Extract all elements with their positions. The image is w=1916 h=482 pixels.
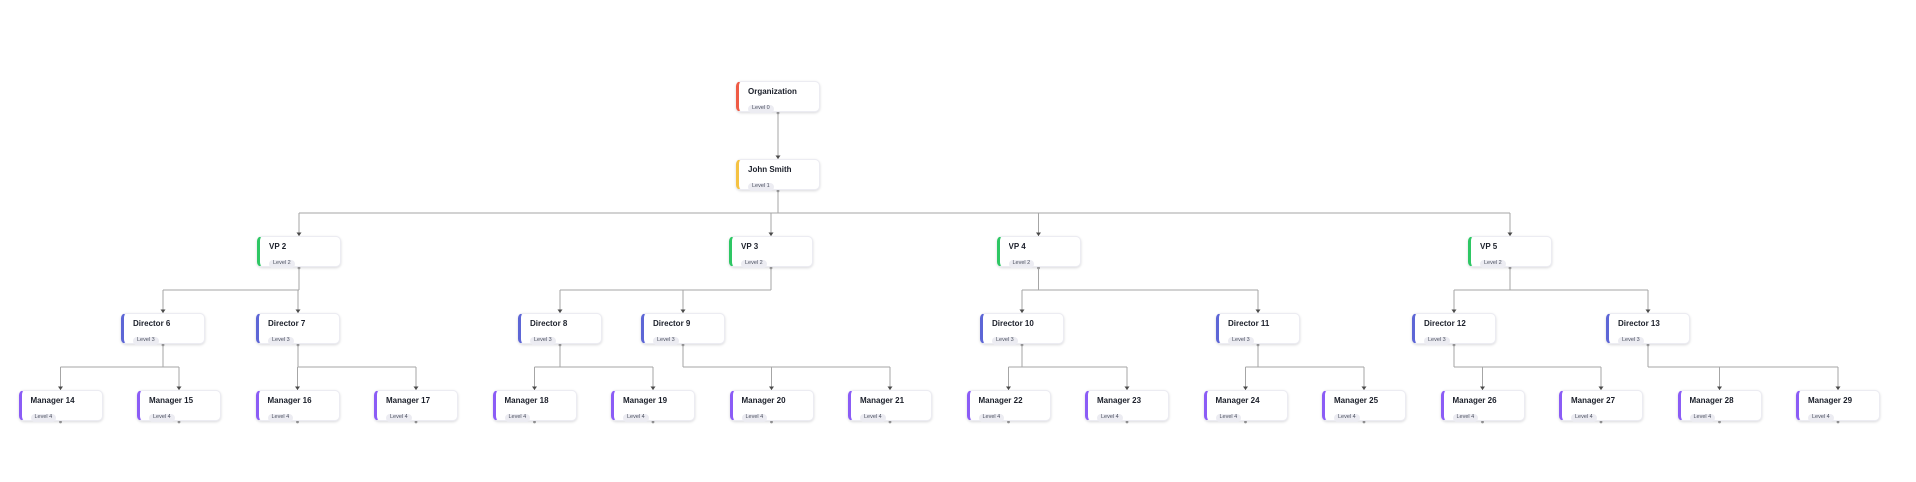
node-title: Manager 27 xyxy=(1571,396,1616,405)
level-badge: Level 3 xyxy=(268,336,294,345)
node-title: VP 2 xyxy=(269,242,287,251)
level-badge: Level 3 xyxy=(1618,336,1644,345)
level-badge: Level 4 xyxy=(149,413,175,422)
node-title: Director 11 xyxy=(1228,319,1270,328)
level-badge: Level 3 xyxy=(653,336,679,345)
level-badge: Level 4 xyxy=(1689,413,1716,422)
level-badge: Level 4 xyxy=(386,413,412,422)
org-node-d9[interactable]: Director 9 Level 3 xyxy=(641,313,725,345)
node-title: Manager 18 xyxy=(504,396,549,405)
level-badge: Level 4 xyxy=(1097,413,1123,422)
level-badge: Level 0 xyxy=(748,104,774,113)
org-node-d12[interactable]: Director 12 Level 3 xyxy=(1412,313,1496,345)
node-title: John Smith xyxy=(748,165,792,174)
node-title: Manager 26 xyxy=(1452,396,1497,405)
level-badge: Level 4 xyxy=(1334,413,1360,422)
node-title: Director 10 xyxy=(992,319,1034,328)
node-title: Manager 24 xyxy=(1215,396,1260,405)
node-title: Manager 14 xyxy=(30,396,75,405)
level-badge: Level 4 xyxy=(1452,413,1479,422)
level-badge: Level 3 xyxy=(1424,336,1450,345)
org-node-m26[interactable]: Manager 26 Level 4 xyxy=(1440,390,1525,422)
level-badge: Level 3 xyxy=(1228,336,1254,345)
node-title: Director 12 xyxy=(1424,319,1466,328)
level-badge: Level 2 xyxy=(1008,259,1035,268)
node-title: Manager 19 xyxy=(623,396,668,405)
node-title: VP 4 xyxy=(1008,242,1026,251)
node-title: Director 13 xyxy=(1618,319,1660,328)
node-title: Organization xyxy=(748,87,797,96)
org-node-m27[interactable]: Manager 27 Level 4 xyxy=(1559,390,1643,422)
level-badge: Level 3 xyxy=(530,336,556,345)
org-node-d7[interactable]: Director 7 Level 3 xyxy=(256,313,340,345)
level-badge: Level 3 xyxy=(133,336,159,345)
node-title: Director 9 xyxy=(653,319,691,328)
org-node-m24[interactable]: Manager 24 Level 4 xyxy=(1203,390,1288,422)
org-node-m23[interactable]: Manager 23 Level 4 xyxy=(1085,390,1169,422)
org-node-vp2[interactable]: VP 2 Level 2 xyxy=(257,236,341,268)
node-title: Manager 23 xyxy=(1097,396,1142,405)
node-title: Manager 16 xyxy=(267,396,312,405)
node-title: Manager 15 xyxy=(149,396,194,405)
org-node-d13[interactable]: Director 13 Level 3 xyxy=(1606,313,1690,345)
level-badge: Level 2 xyxy=(1480,259,1506,268)
level-badge: Level 4 xyxy=(504,413,531,422)
level-badge: Level 4 xyxy=(30,413,57,422)
level-badge: Level 2 xyxy=(269,259,295,268)
org-node-m25[interactable]: Manager 25 Level 4 xyxy=(1322,390,1406,422)
org-node-m18[interactable]: Manager 18 Level 4 xyxy=(492,390,577,422)
org-node-m20[interactable]: Manager 20 Level 4 xyxy=(729,390,814,422)
org-node-m14[interactable]: Manager 14 Level 4 xyxy=(18,390,103,422)
node-title: VP 3 xyxy=(741,242,759,251)
level-badge: Level 4 xyxy=(1571,413,1597,422)
node-title: Manager 17 xyxy=(386,396,431,405)
org-node-d6[interactable]: Director 6 Level 3 xyxy=(121,313,205,345)
node-title: Manager 25 xyxy=(1334,396,1379,405)
org-node-vp5[interactable]: VP 5 Level 2 xyxy=(1468,236,1552,268)
node-title: Director 7 xyxy=(268,319,306,328)
level-badge: Level 4 xyxy=(267,413,294,422)
org-node-m16[interactable]: Manager 16 Level 4 xyxy=(255,390,340,422)
node-title: Director 6 xyxy=(133,319,171,328)
node-title: Manager 29 xyxy=(1808,396,1853,405)
level-badge: Level 1 xyxy=(748,182,774,191)
node-title: Manager 21 xyxy=(860,396,905,405)
level-badge: Level 4 xyxy=(978,413,1005,422)
org-node-d8[interactable]: Director 8 Level 3 xyxy=(518,313,602,345)
level-badge: Level 4 xyxy=(1808,413,1834,422)
org-node-m29[interactable]: Manager 29 Level 4 xyxy=(1796,390,1880,422)
level-badge: Level 2 xyxy=(741,259,767,268)
node-title: VP 5 xyxy=(1480,242,1498,251)
node-title: Manager 20 xyxy=(741,396,786,405)
org-node-m22[interactable]: Manager 22 Level 4 xyxy=(966,390,1051,422)
level-badge: Level 4 xyxy=(623,413,649,422)
level-badge: Level 3 xyxy=(992,336,1018,345)
org-node-vp3[interactable]: VP 3 Level 2 xyxy=(729,236,813,268)
org-node-m15[interactable]: Manager 15 Level 4 xyxy=(137,390,221,422)
org-node-m21[interactable]: Manager 21 Level 4 xyxy=(848,390,932,422)
level-badge: Level 4 xyxy=(860,413,886,422)
node-title: Manager 22 xyxy=(978,396,1023,405)
org-node-m19[interactable]: Manager 19 Level 4 xyxy=(611,390,695,422)
org-node-d10[interactable]: Director 10 Level 3 xyxy=(980,313,1064,345)
org-node-m28[interactable]: Manager 28 Level 4 xyxy=(1677,390,1762,422)
org-node-m17[interactable]: Manager 17 Level 4 xyxy=(374,390,458,422)
level-badge: Level 4 xyxy=(741,413,768,422)
node-title: Director 8 xyxy=(530,319,568,328)
org-node-d11[interactable]: Director 11 Level 3 xyxy=(1216,313,1300,345)
level-badge: Level 4 xyxy=(1215,413,1242,422)
org-node-vp4[interactable]: VP 4 Level 2 xyxy=(996,236,1081,268)
node-title: Manager 28 xyxy=(1689,396,1734,405)
